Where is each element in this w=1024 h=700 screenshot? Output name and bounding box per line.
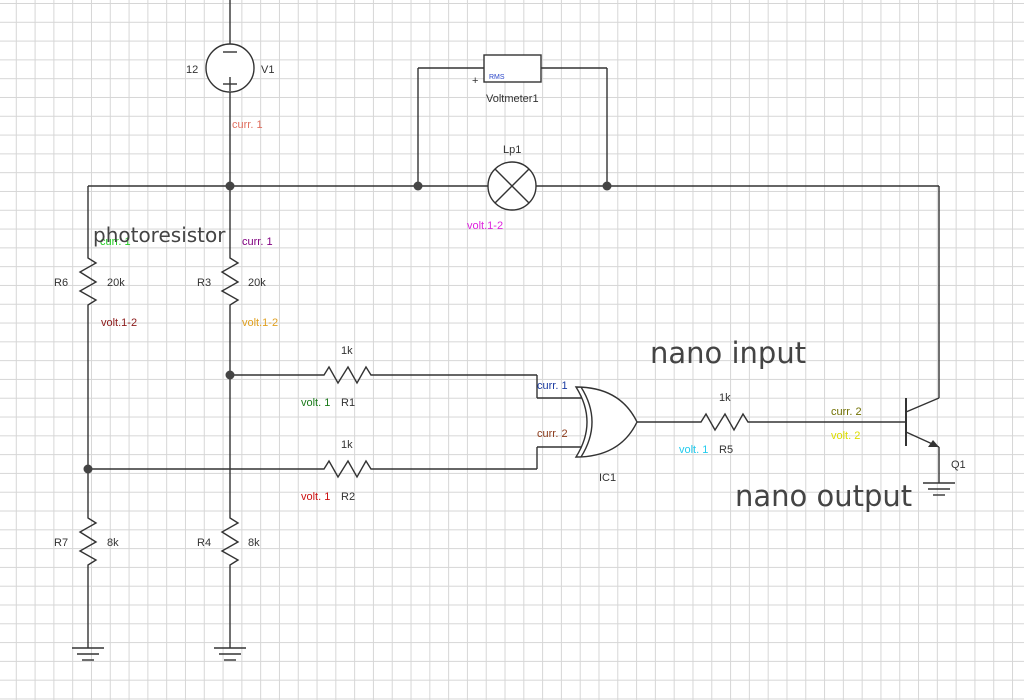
v1-value: 12 bbox=[186, 64, 198, 76]
q1-name: Q1 bbox=[951, 459, 966, 471]
r1-value: 1k bbox=[341, 345, 353, 357]
resistor-r6[interactable] bbox=[78, 252, 98, 310]
r4-name: R4 bbox=[197, 537, 211, 549]
photoresistor-annotation: photoresistor bbox=[93, 223, 226, 247]
r1-voltage-probe: volt. 1 bbox=[301, 397, 330, 409]
r3-value: 20k bbox=[248, 277, 266, 289]
wires bbox=[87, 0, 940, 648]
voltmeter-body bbox=[483, 54, 542, 83]
r3-name: R3 bbox=[197, 277, 211, 289]
resistor-r2[interactable] bbox=[319, 459, 377, 479]
transistor-q1[interactable] bbox=[905, 397, 940, 448]
r3-voltage-probe: volt.1-2 bbox=[242, 317, 278, 329]
r2-voltage-probe: volt. 1 bbox=[301, 491, 330, 503]
r2-value: 1k bbox=[341, 439, 353, 451]
or-gate-body bbox=[574, 386, 638, 458]
resistor-r5[interactable] bbox=[696, 412, 754, 432]
v1-current-probe: curr. 1 bbox=[232, 119, 263, 131]
r3-current-probe: curr. 1 bbox=[242, 236, 273, 248]
or-gate-ic1[interactable] bbox=[574, 386, 638, 458]
junction-dot bbox=[225, 370, 235, 380]
r6-value: 20k bbox=[107, 277, 125, 289]
r6-voltage-probe: volt.1-2 bbox=[101, 317, 137, 329]
q1-current-probe: curr. 2 bbox=[831, 406, 862, 418]
r7-name: R7 bbox=[54, 537, 68, 549]
r5-voltage-probe: volt. 1 bbox=[679, 444, 708, 456]
q1-emitter-arrow bbox=[928, 440, 939, 447]
voltmeter-name: Voltmeter1 bbox=[486, 93, 539, 105]
nano-input-annotation: nano input bbox=[650, 336, 806, 370]
resistor-r1[interactable] bbox=[319, 365, 377, 385]
voltage-source-v1[interactable] bbox=[205, 43, 255, 93]
voltmeter-plus-sign: + bbox=[472, 75, 478, 87]
ground-q1 bbox=[923, 482, 955, 496]
r6-name: R6 bbox=[54, 277, 68, 289]
lamp-name: Lp1 bbox=[503, 144, 521, 156]
v1-name: V1 bbox=[261, 64, 274, 76]
junction-dot bbox=[602, 181, 612, 191]
r5-name: R5 bbox=[719, 444, 733, 456]
v1-circle bbox=[205, 43, 255, 93]
voltmeter-1[interactable]: RMS bbox=[483, 54, 542, 83]
ic1-current-probe-2: curr. 2 bbox=[537, 428, 568, 440]
ic1-name: IC1 bbox=[599, 472, 616, 484]
lamp-voltage-probe: volt.1-2 bbox=[467, 220, 503, 232]
junction-dot bbox=[225, 181, 235, 191]
lamp-lp1[interactable] bbox=[487, 161, 537, 211]
lamp-cross-b bbox=[494, 168, 530, 204]
nano-output-annotation: nano output bbox=[735, 479, 912, 513]
voltmeter-rms-label: RMS bbox=[489, 74, 505, 81]
r7-value: 8k bbox=[107, 537, 119, 549]
r5-value: 1k bbox=[719, 392, 731, 404]
or-gate-inner-curve bbox=[580, 386, 593, 458]
r4-value: 8k bbox=[248, 537, 260, 549]
junction-dot bbox=[413, 181, 423, 191]
r2-name: R2 bbox=[341, 491, 355, 503]
ground-middle bbox=[214, 647, 246, 661]
r1-name: R1 bbox=[341, 397, 355, 409]
junction-dots bbox=[83, 181, 612, 474]
ic1-current-probe-1: curr. 1 bbox=[537, 380, 568, 392]
resistor-r7[interactable] bbox=[78, 512, 98, 570]
q1-collector bbox=[905, 397, 940, 413]
resistor-r3[interactable] bbox=[220, 252, 240, 310]
r6-current-probe: curr. 1 bbox=[100, 236, 131, 248]
q1-voltage-probe: volt. 2 bbox=[831, 430, 860, 442]
ground-left bbox=[72, 647, 104, 661]
junction-dot bbox=[83, 464, 93, 474]
resistor-r4[interactable] bbox=[220, 512, 240, 570]
